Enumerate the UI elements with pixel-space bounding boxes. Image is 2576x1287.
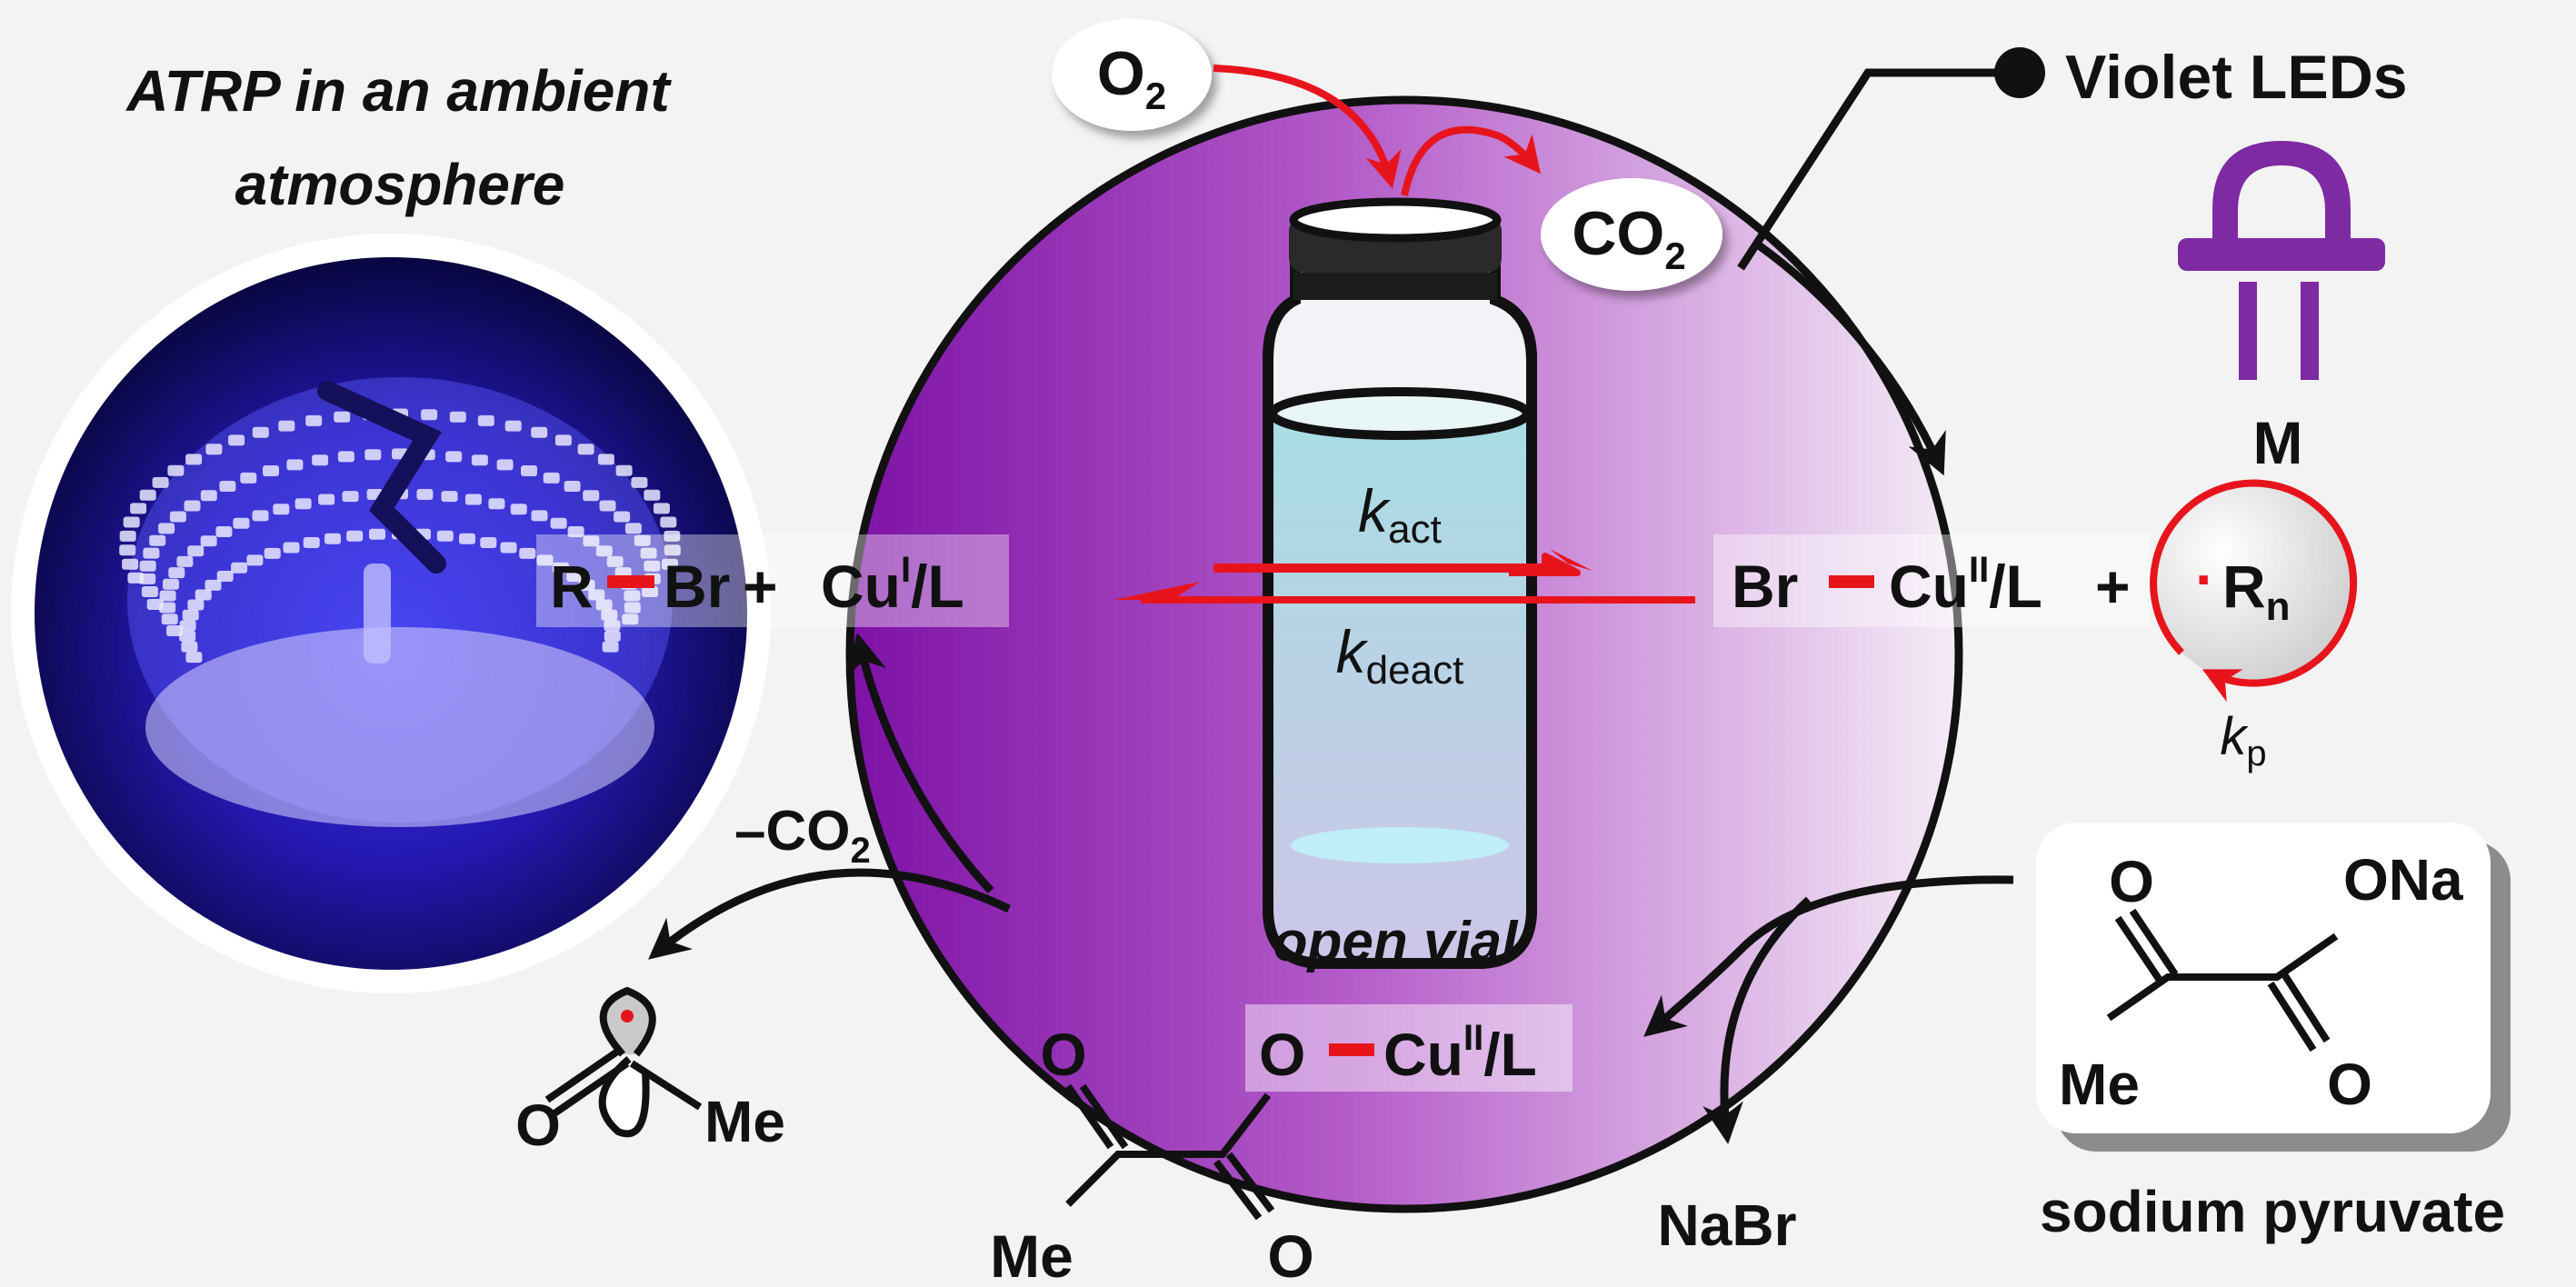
pyruvate-complex-box <box>1245 1004 1573 1092</box>
svg-text:CuII/L: CuII/L <box>1383 1018 1537 1088</box>
carbon-dioxide-bubble: CO2 <box>1541 178 1722 291</box>
oxygen-uptake-arrow <box>1213 65 1402 189</box>
svg-text:O: O <box>1259 1021 1305 1088</box>
svg-text:CO2: CO2 <box>1572 199 1685 277</box>
vial-caption: open vial <box>1273 911 1520 973</box>
svg-text:Rn: Rn <box>2222 553 2291 629</box>
svg-text:O: O <box>515 1092 561 1158</box>
sodium-pyruvate-name: sodium pyruvate <box>2040 1179 2505 1244</box>
cycle-arrow-top-right <box>1756 242 1946 476</box>
photo-caption-line1: ATRP in an ambient <box>125 58 672 124</box>
photo-caption-line2: atmosphere <box>235 152 565 217</box>
svg-text:Me: Me <box>990 1222 1073 1287</box>
svg-text:O: O <box>1267 1222 1313 1287</box>
monomer-label: M <box>2253 409 2303 476</box>
decarboxylation-arrow <box>648 868 1011 960</box>
reactor-photo <box>11 234 771 993</box>
led-icon <box>2178 141 2385 380</box>
kp-label: kp <box>2220 707 2266 773</box>
co2-release-arrow <box>1401 125 1541 196</box>
svg-text:O2: O2 <box>1097 39 1166 117</box>
radical-dot: · <box>2195 545 2215 613</box>
right-species-box <box>1713 534 2150 627</box>
svg-text:Br: Br <box>664 553 730 620</box>
cycle-arrow-left <box>846 633 994 894</box>
svg-text:Me: Me <box>704 1089 785 1154</box>
nabr-release-arrow <box>1702 896 1812 1144</box>
propagating-radical: · Rn <box>2150 479 2358 703</box>
svg-text:CuII/L: CuII/L <box>1889 550 2042 620</box>
acyl-radical: O Me <box>515 986 785 1158</box>
pyruvate-complex: O CuII/L O O Me <box>990 1018 1537 1287</box>
violet-leds-label: Violet LEDs <box>2065 43 2408 112</box>
oxygen-bubble: O2 <box>1052 18 1212 131</box>
svg-text:R: R <box>550 553 594 620</box>
equilibrium-arrows <box>1113 549 1695 604</box>
svg-text:CuI/L: CuI/L <box>821 550 964 620</box>
svg-text:Me: Me <box>2059 1052 2140 1117</box>
sodium-pyruvate-card: O ONa Me O <box>2036 823 2511 1152</box>
svg-text:+: + <box>743 553 778 620</box>
right-species: Br CuII/L + <box>1732 550 2131 620</box>
svg-text:O: O <box>1040 1021 1086 1088</box>
left-species: R Br + CuI/L <box>550 550 964 620</box>
k-deact-label: kdeact <box>1336 618 1464 693</box>
minus-co2-label: –CO2 <box>734 800 871 871</box>
svg-text:ONa: ONa <box>2343 847 2463 913</box>
svg-text:Br: Br <box>1732 553 1798 620</box>
svg-text:+: + <box>2095 553 2131 620</box>
pyruvate-input-arrow <box>1643 875 2014 1037</box>
k-act-label: kact <box>1358 477 1442 552</box>
svg-text:O: O <box>2109 849 2154 914</box>
nabr-label: NaBr <box>1658 1192 1797 1258</box>
light-connector <box>1737 47 2045 271</box>
open-vial-icon <box>1263 197 1537 969</box>
svg-text:O: O <box>2327 1052 2372 1117</box>
photo-caption: ATRP in an ambient atmosphere <box>125 58 672 217</box>
